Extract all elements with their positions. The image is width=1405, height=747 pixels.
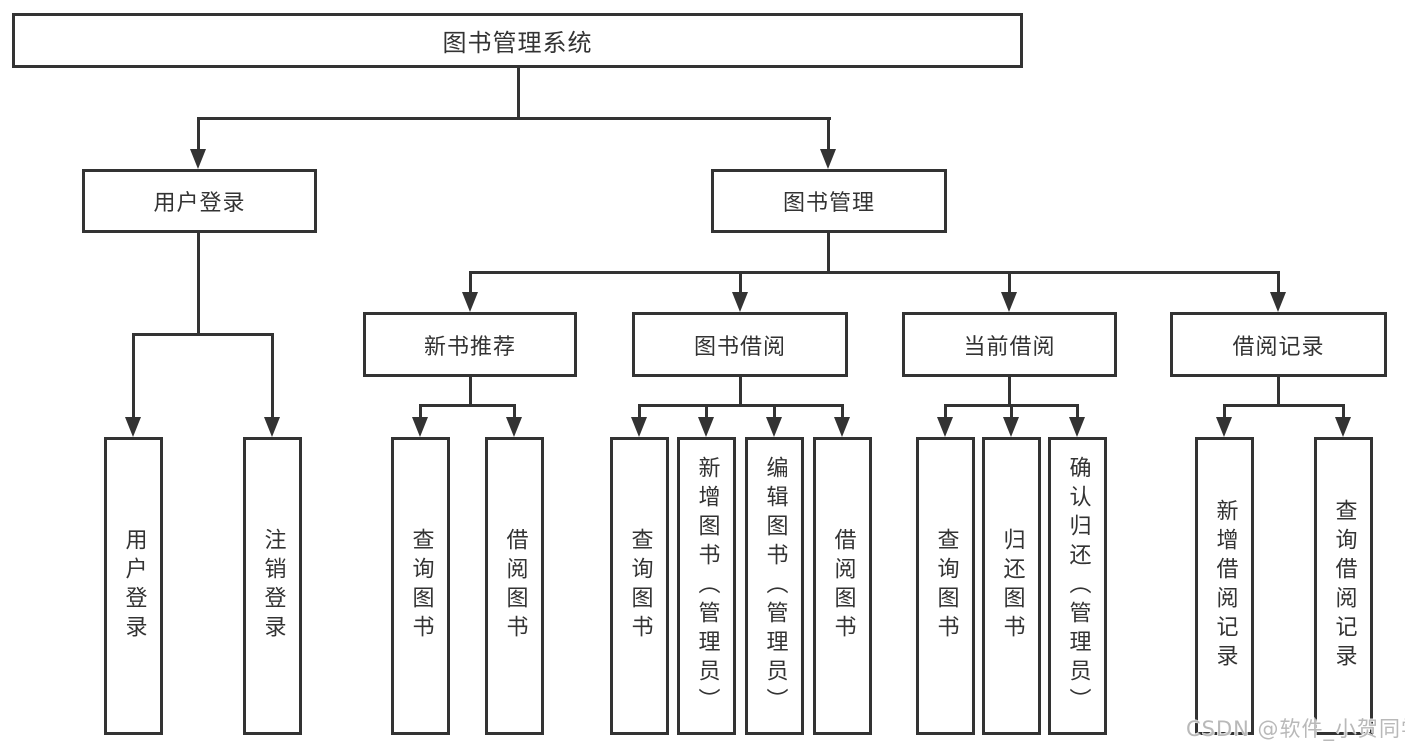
leaf-label: 编辑图书（管理员） <box>762 455 788 717</box>
connector-level2-bar <box>197 117 831 120</box>
node-label: 图书借阅 <box>693 334 786 360</box>
arrow-down-icon <box>190 149 206 169</box>
arrow-down-icon <box>834 417 850 437</box>
arrow-down-icon <box>1216 417 1232 437</box>
leaf-label: 新增借阅记录 <box>1212 499 1238 673</box>
leaf-logout: 注销登录 <box>243 437 302 735</box>
connector-bar <box>419 404 516 407</box>
node-book-management: 图书管理 <box>711 169 947 233</box>
leaf-search-books: 查询图书 <box>610 437 669 735</box>
node-label: 图书管理 <box>782 191 875 216</box>
node-book-borrowing: 图书借阅 <box>632 312 848 377</box>
connector-drop-leaf <box>1010 404 1013 419</box>
leaf-label: 用户登录 <box>121 528 147 644</box>
leaf-borrow-books: 借阅图书 <box>813 437 872 735</box>
connector-drop-book-borrowing <box>739 271 742 295</box>
connector-book-management-stem <box>827 231 830 274</box>
arrow-down-icon <box>766 417 782 437</box>
connector-stem <box>1277 375 1280 406</box>
watermark: CSDN @软件_小贺同学 <box>1186 717 1405 741</box>
leaf-label: 查询借阅记录 <box>1331 499 1357 673</box>
arrow-down-icon <box>698 417 714 437</box>
arrow-down-icon <box>732 292 748 312</box>
leaf-add-borrow-record: 新增借阅记录 <box>1195 437 1254 735</box>
node-label: 借阅记录 <box>1232 334 1325 360</box>
node-label: 新书推荐 <box>423 334 516 360</box>
connector-level3-bar <box>469 271 1280 274</box>
leaf-confirm-return-admin: 确认归还（管理员） <box>1048 437 1107 735</box>
arrow-down-icon <box>1069 417 1085 437</box>
leaf-search-borrow-record: 查询借阅记录 <box>1314 437 1373 735</box>
connector-drop-new-book <box>469 271 472 295</box>
connector-stem <box>1008 375 1011 406</box>
connector-drop-leaf <box>271 333 274 419</box>
leaf-add-books-admin: 新增图书（管理员） <box>677 437 736 735</box>
connector-drop-current-borrowing <box>1008 271 1011 295</box>
arrow-down-icon <box>462 292 478 312</box>
node-library-management-system: 图书管理系统 <box>12 13 1023 68</box>
arrow-down-icon <box>1335 417 1351 437</box>
connector-drop-leaf <box>513 404 516 419</box>
leaf-label: 查询图书 <box>627 528 653 644</box>
connector-user-login-stem <box>197 231 200 335</box>
connector-stem <box>739 375 742 406</box>
leaf-label: 查询图书 <box>408 528 434 644</box>
connector-drop-leaf <box>1076 404 1079 419</box>
connector-drop-book-management <box>827 117 830 152</box>
connector-drop-leaf <box>419 404 422 419</box>
arrow-down-icon <box>412 417 428 437</box>
connector-drop-leaf <box>944 404 947 419</box>
connector-drop-user-login <box>197 117 200 152</box>
leaf-label: 查询图书 <box>933 528 959 644</box>
connector-drop-leaf <box>841 404 844 419</box>
arrow-down-icon <box>125 417 141 437</box>
leaf-label: 确认归还（管理员） <box>1065 455 1091 717</box>
arrow-down-icon <box>264 417 280 437</box>
connector-root-stem <box>517 66 520 120</box>
connector-drop-leaf <box>773 404 776 419</box>
connector-stem <box>469 375 472 406</box>
arrow-down-icon <box>1003 417 1019 437</box>
connector-drop-leaf <box>1342 404 1345 419</box>
leaf-label: 借阅图书 <box>830 528 856 644</box>
connector-drop-leaf <box>705 404 708 419</box>
connector-bar <box>1223 404 1345 407</box>
leaf-edit-books-admin: 编辑图书（管理员） <box>745 437 804 735</box>
arrow-down-icon <box>820 149 836 169</box>
node-label: 图书管理系统 <box>442 29 593 57</box>
connector-drop-borrowing-records <box>1277 271 1280 295</box>
node-borrowing-records: 借阅记录 <box>1170 312 1387 377</box>
leaf-return-books: 归还图书 <box>982 437 1041 735</box>
arrow-down-icon <box>631 417 647 437</box>
leaf-label: 借阅图书 <box>502 528 528 644</box>
leaf-search-books: 查询图书 <box>916 437 975 735</box>
arrow-down-icon <box>1270 292 1286 312</box>
arrow-down-icon <box>937 417 953 437</box>
leaf-borrow-books: 借阅图书 <box>485 437 544 735</box>
leaf-label: 新增图书（管理员） <box>694 455 720 717</box>
node-label: 当前借阅 <box>963 334 1056 360</box>
connector-drop-leaf <box>132 333 135 419</box>
node-current-borrowing: 当前借阅 <box>902 312 1117 377</box>
leaf-user-login: 用户登录 <box>104 437 163 735</box>
leaf-label: 注销登录 <box>260 528 286 644</box>
node-user-login: 用户登录 <box>82 169 317 233</box>
node-label: 用户登录 <box>153 191 246 216</box>
leaf-search-books: 查询图书 <box>391 437 450 735</box>
connector-drop-leaf <box>638 404 641 419</box>
leaf-label: 归还图书 <box>999 528 1025 644</box>
connector-bar <box>638 404 844 407</box>
node-new-book-recommendation: 新书推荐 <box>363 312 577 377</box>
connector-drop-leaf <box>1223 404 1226 419</box>
arrow-down-icon <box>506 417 522 437</box>
connector-user-login-bar <box>132 333 274 336</box>
arrow-down-icon <box>1001 292 1017 312</box>
